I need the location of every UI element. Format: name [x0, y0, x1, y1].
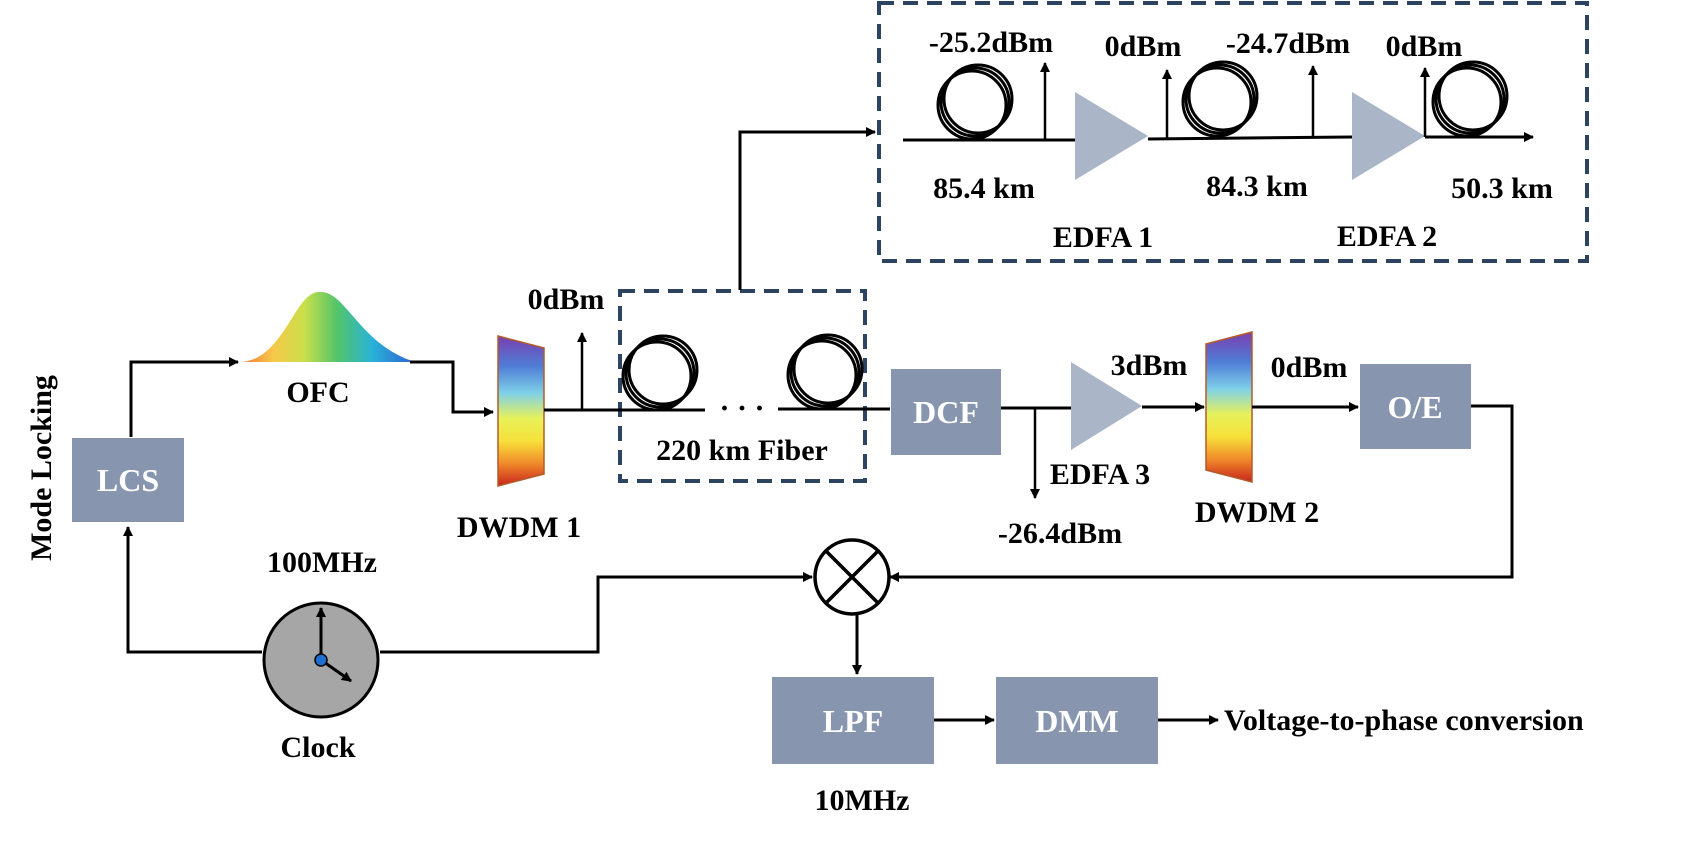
dwdm1-filter	[497, 335, 545, 487]
dcf-label: DCF	[913, 394, 979, 430]
fiber-coil-icon	[1181, 60, 1259, 138]
span2-length-label: 84.3 km	[1206, 170, 1308, 203]
clock-to-mixer-line	[380, 572, 813, 654]
fiber-220-dashed-box	[618, 289, 867, 483]
fiber-coil-icon	[786, 333, 864, 411]
ofc-to-dwdm1-line	[410, 360, 494, 417]
ofc-spectrum	[242, 291, 415, 362]
edfa3-power-label: 3dBm	[1111, 349, 1188, 382]
edfa2-label: EDFA 2	[1337, 220, 1437, 253]
edfa2-power-label: 0dBm	[1386, 30, 1463, 63]
edfa3-label: EDFA 3	[1050, 458, 1150, 491]
dmm-block	[996, 677, 1158, 764]
dwdm1-power-label: 0dBm	[528, 283, 605, 316]
dcf-block	[891, 369, 1001, 455]
fiber-coil-icon	[621, 334, 699, 412]
lpf-freq-label: 10MHz	[815, 784, 910, 817]
amplifier-triangle-icon	[1071, 362, 1142, 450]
span2-power-label: -24.7dBm	[1226, 27, 1350, 60]
oe-block	[1360, 364, 1471, 449]
fiber-dots: · · ·	[719, 392, 764, 425]
dwdm2-power-label: 0dBm	[1271, 351, 1348, 384]
clock-freq-label: 100MHz	[267, 546, 377, 579]
lcs-to-ofc-line	[129, 357, 239, 437]
oe-to-mixer-line	[889, 404, 1514, 582]
span-line-2	[1147, 135, 1353, 141]
dwdm2-label: DWDM 2	[1195, 496, 1319, 529]
lcs-block	[72, 438, 184, 522]
lcs-label: LCS	[97, 462, 159, 498]
dwdm2-filter	[1205, 331, 1253, 483]
lpf-block	[772, 677, 934, 764]
clock-to-lcs-line	[123, 526, 262, 654]
span1-power-label: -25.2dBm	[929, 26, 1053, 59]
dcf-tap-power-label: -26.4dBm	[998, 517, 1122, 550]
zoom-to-spans-line	[738, 127, 876, 290]
fiber-coil-icon	[1431, 60, 1509, 138]
span1-length-label: 85.4 km	[933, 172, 1035, 205]
amplifier-triangle-icon	[1075, 92, 1148, 180]
oe-label: O/E	[1387, 389, 1442, 425]
ofc-label: OFC	[286, 376, 349, 409]
output-label: Voltage-to-phase conversion	[1224, 704, 1584, 737]
mixer-cross-icon	[813, 538, 891, 616]
dmm-label: DMM	[1035, 703, 1119, 739]
fiber-220-label: 220 km Fiber	[656, 434, 828, 467]
dwdm1-label: DWDM 1	[457, 511, 581, 544]
clock-label: Clock	[281, 731, 356, 764]
clock-icon	[262, 601, 380, 719]
mode-locking-label: Mode Locking	[25, 375, 58, 561]
fiber-coil-icon	[936, 63, 1014, 141]
spans-dashed-box	[877, 1, 1589, 263]
edfa1-power-label: 0dBm	[1105, 30, 1182, 63]
edfa1-label: EDFA 1	[1053, 221, 1153, 254]
span3-length-label: 50.3 km	[1451, 172, 1553, 205]
amplifier-triangle-icon	[1352, 92, 1425, 180]
lpf-label: LPF	[823, 703, 883, 739]
